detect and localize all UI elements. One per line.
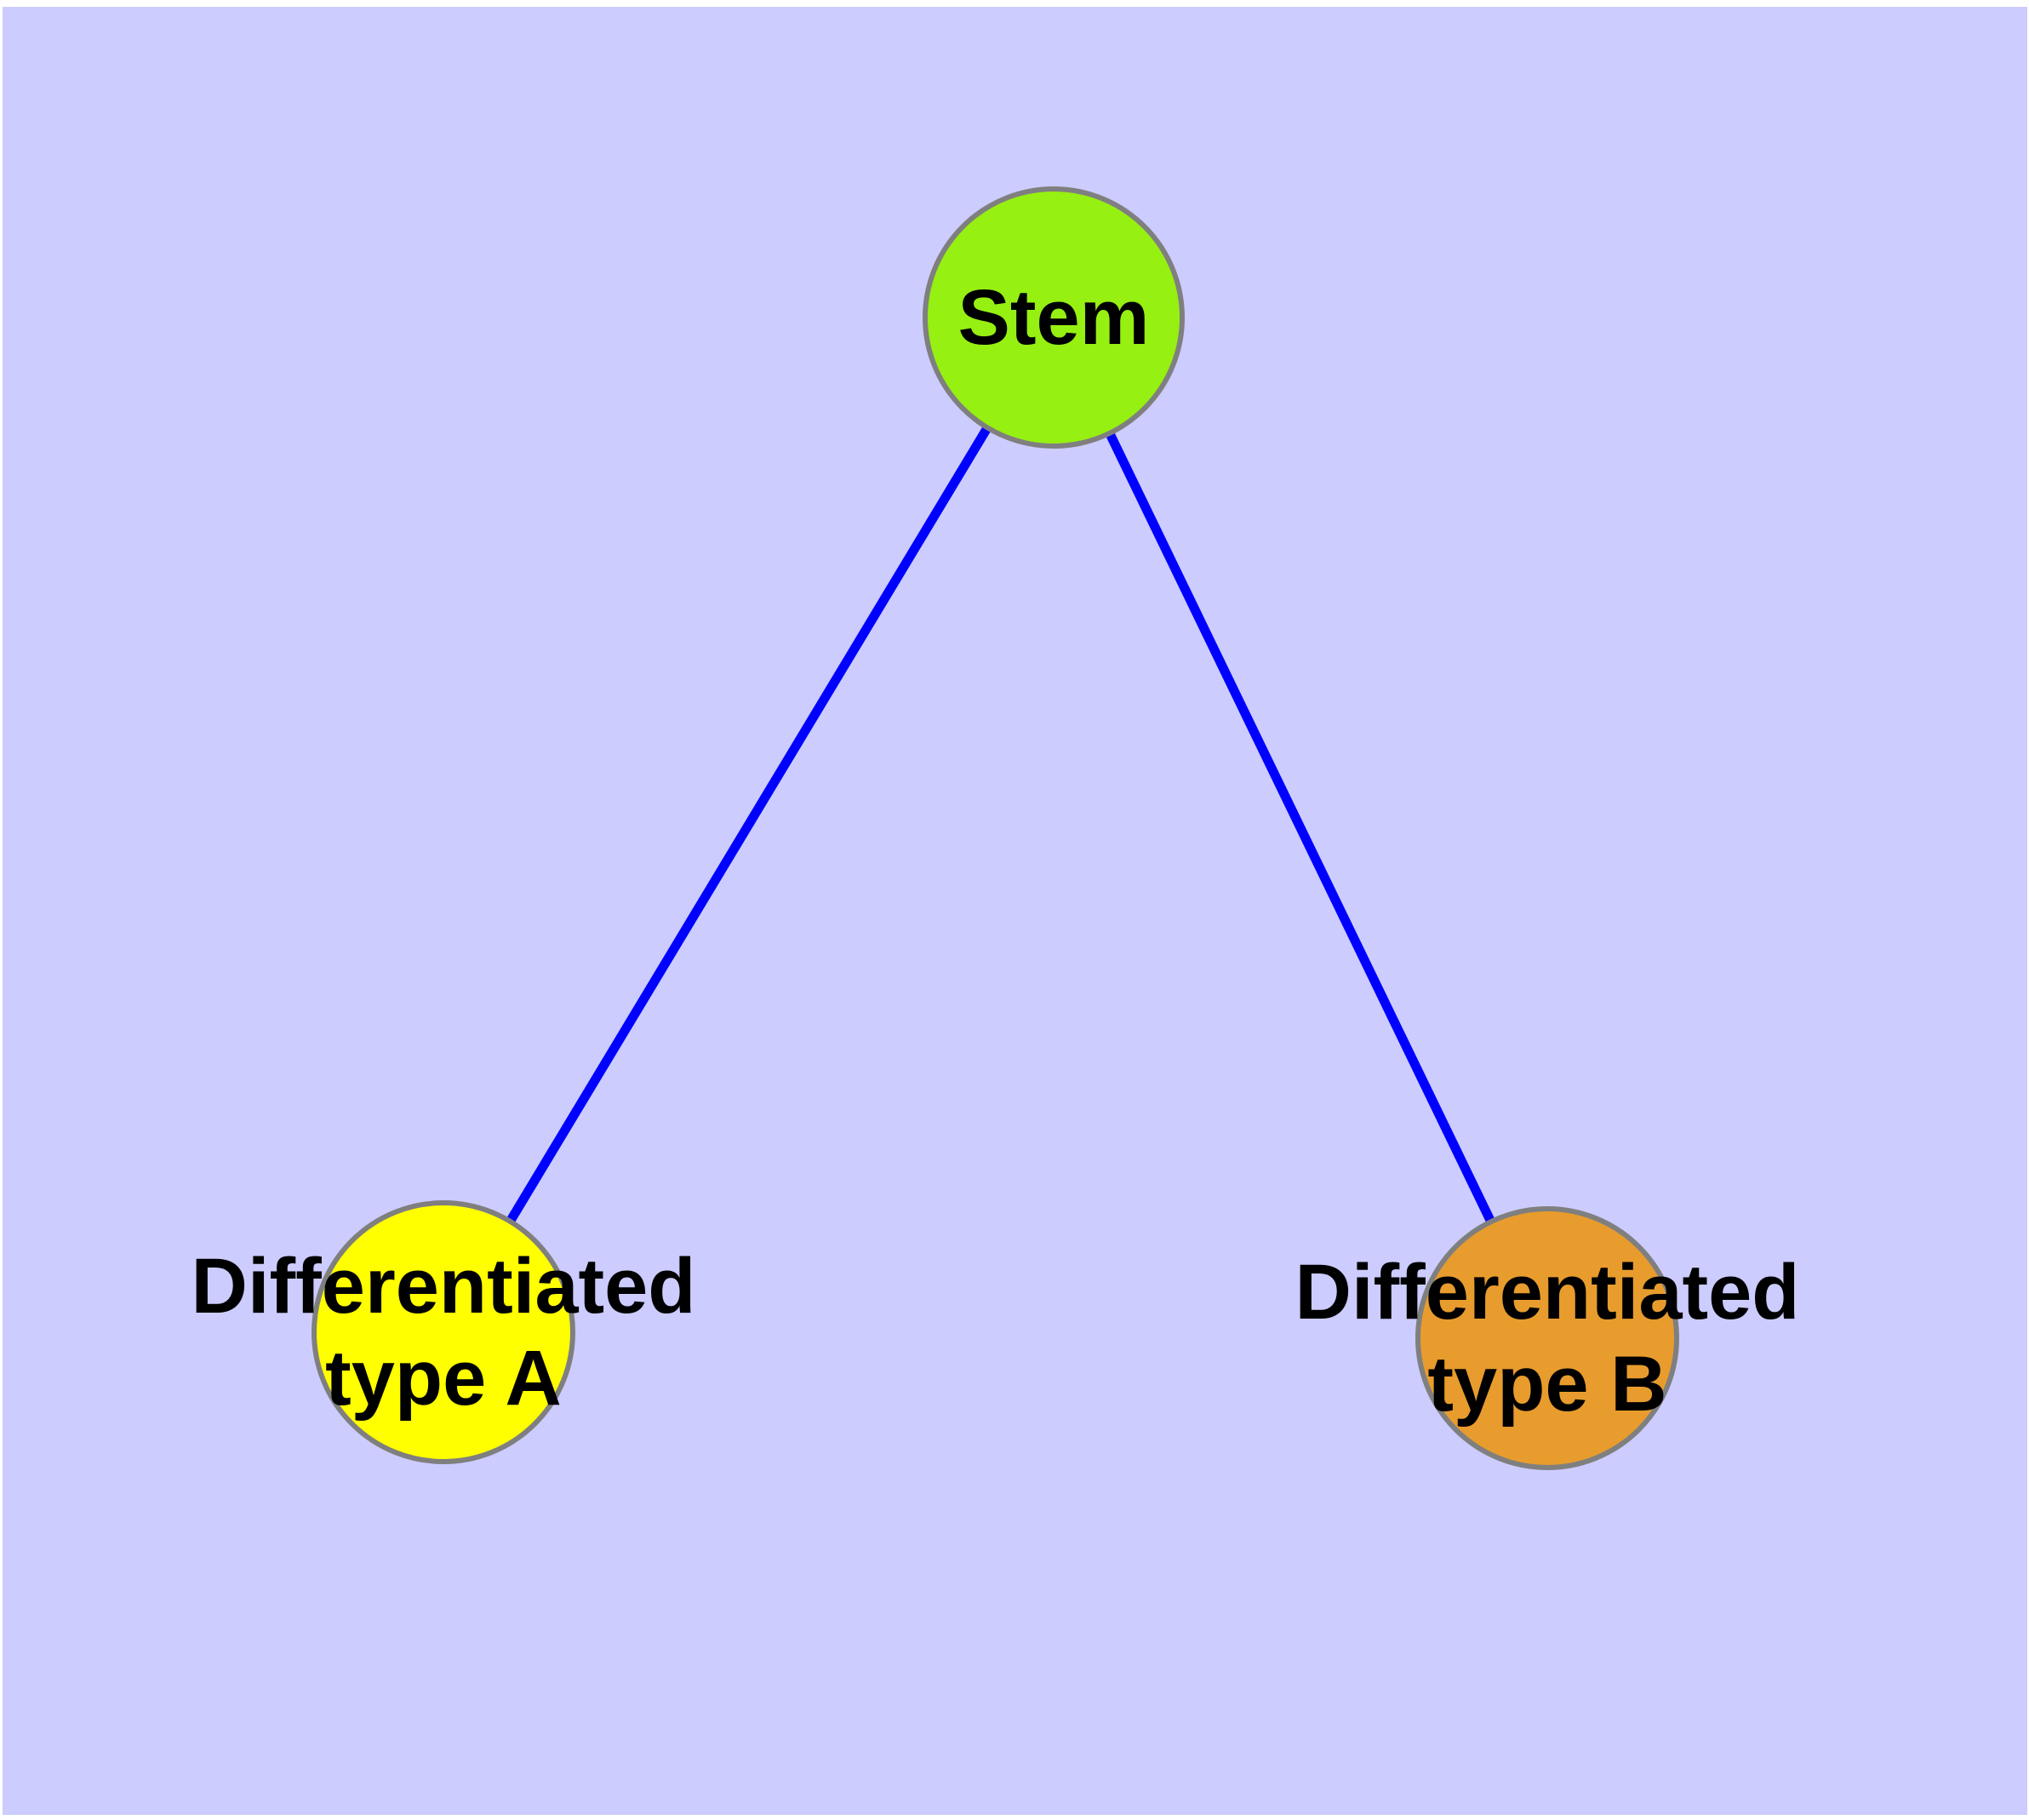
node-typeA-label-line-2: type A [325, 1335, 562, 1422]
node-stem-label: Stem [958, 274, 1150, 361]
node-typeB-circle [1415, 1206, 1679, 1470]
node-typeA-label-line-1: Differentiated [191, 1243, 696, 1330]
edge-stem-to-typeA [439, 315, 1058, 1335]
node-typeA-circle [311, 1200, 575, 1464]
node-stem-circle [923, 186, 1185, 449]
node-typeB-label-line-2: type B [1427, 1341, 1666, 1428]
node-typeB-label-line-1: Differentiated [1295, 1249, 1800, 1336]
node-stem-label-line-1: Stem [958, 274, 1150, 361]
edge-stem-to-typeB [1049, 315, 1552, 1341]
